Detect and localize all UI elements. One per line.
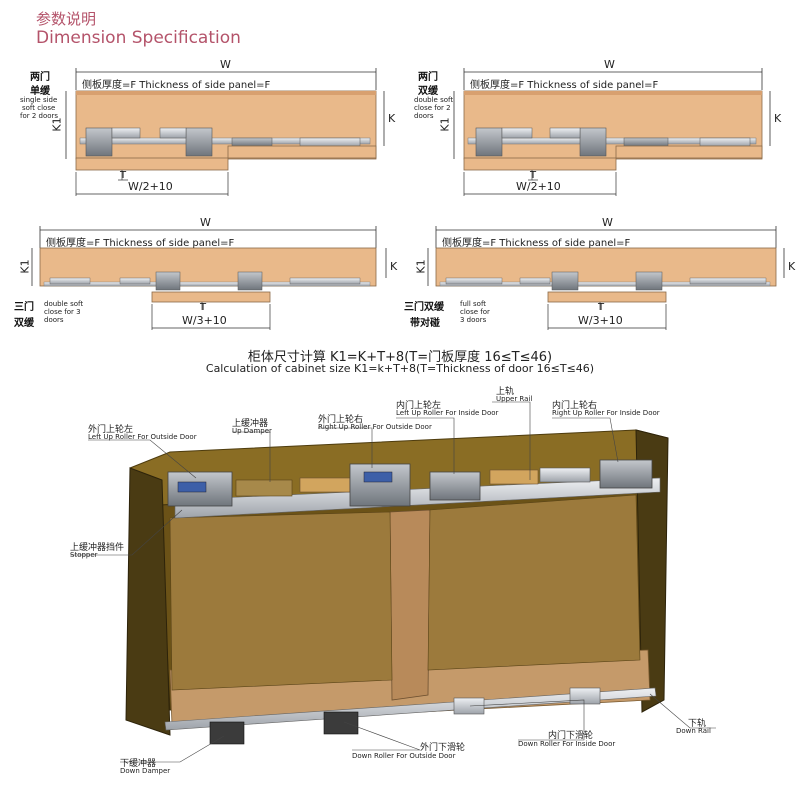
panel-1-width: W	[220, 58, 231, 71]
callout-down-roller-inside-en: Down Roller For Inside Door	[518, 740, 616, 748]
callout-upper-rail-en: Upper Rail	[496, 395, 533, 403]
panel-4-name-line1: 三门双缓	[404, 302, 444, 313]
callout-right-up-roller-inside-cn: 内门上轮右	[552, 401, 598, 411]
title-en: Dimension Specification	[36, 28, 241, 48]
panel-4-bottom-dim: W/3+10	[578, 314, 623, 327]
panel-4-note-3: 3 doors	[460, 316, 487, 324]
formula-cn: 柜体尺寸计算 K1=K+T+8(T=门板厚度 16≤T≤46)	[247, 350, 553, 365]
callout-down-roller-outside-cn: 外门下滑轮	[420, 743, 466, 753]
panel-1-note-2: soft close	[22, 104, 56, 112]
panel-3-note-1: double soft	[44, 300, 84, 308]
panel-1-name-line2: 单缓	[30, 86, 50, 97]
panel-1-bottom-dim: W/2+10	[128, 180, 173, 193]
panel-2-note-2: close for 2	[414, 104, 451, 112]
panel-4-t: T	[598, 302, 605, 313]
panel-2-side-panel: 侧板厚度=F Thickness of side panel=F	[470, 80, 659, 91]
callout-down-rail-en: Down Rail	[676, 727, 711, 735]
panel-1-k1: K1	[50, 117, 64, 132]
callout-left-up-roller-inside-en: Left Up Roller For Inside Door	[396, 409, 499, 417]
panel-2-bottom-dim: W/2+10	[516, 180, 561, 193]
callout-up-damper-cn: 上缓冲器	[232, 419, 269, 429]
panel-2-width: W	[604, 58, 615, 71]
callout-upper-rail-cn: 上轨	[496, 387, 515, 397]
cabinet-3d	[125, 429, 669, 745]
callout-left-up-roller-inside-cn: 内门上轮左	[396, 401, 442, 411]
title-cn: 参数说明	[36, 10, 97, 28]
formula-en: Calculation of cabinet size K1=k+T+8(T=T…	[205, 362, 595, 375]
panel-1-t: T	[120, 170, 127, 181]
panel-3-t: T	[200, 302, 207, 313]
callout-left-up-roller-outside-en: Left Up Roller For Outside Door	[88, 433, 197, 441]
callout-down-roller-inside-cn: 内门下滑轮	[548, 731, 594, 741]
panel-3-bottom-dim: W/3+10	[182, 314, 227, 327]
panel-2-k1: K1	[438, 117, 452, 132]
callout-right-up-roller-outside-en: Right Up Roller For Outside Door	[318, 423, 432, 431]
panel-4-note-2: close for	[460, 308, 490, 316]
panel-4-note-1: full soft	[460, 300, 487, 308]
panel-2-note-1: double soft	[414, 96, 454, 104]
panel-2-name-line1: 两门	[418, 72, 438, 83]
panel-3-name-line2: 双缓	[14, 318, 34, 329]
callout-stopper-en: Stopper	[70, 551, 98, 559]
panel-3-note-3: doors	[44, 316, 64, 324]
callout-lines	[70, 401, 716, 763]
panel-2-drawing	[453, 68, 771, 196]
panel-2-k: K	[774, 112, 782, 125]
panel-4-drawing	[427, 226, 785, 330]
callout-right-up-roller-outside-cn: 外门上轮右	[318, 415, 364, 425]
callout-right-up-roller-inside-en: Right Up Roller For Inside Door	[552, 409, 660, 417]
callout-down-damper-en: Down Damper	[120, 767, 171, 775]
panel-3-name-line1: 三门	[14, 302, 34, 313]
callout-down-rail-cn: 下轨	[688, 719, 707, 729]
panel-2-name-line2: 双缓	[418, 86, 438, 97]
panel-4-k: K	[788, 260, 796, 273]
panel-1-side-panel: 侧板厚度=F Thickness of side panel=F	[82, 80, 271, 91]
panel-1-note-1: single side	[20, 96, 58, 104]
callout-down-roller-outside-en: Down Roller For Outside Door	[352, 752, 456, 760]
panel-2-t: T	[530, 170, 537, 181]
panel-3-drawing	[31, 226, 387, 330]
callout-stopper-cn: 上缓冲器挡件	[70, 543, 125, 553]
panel-1-name-line1: 两门	[30, 72, 50, 83]
callout-down-damper-cn: 下缓冲器	[120, 759, 157, 769]
panel-1-k: K	[388, 112, 396, 125]
panel-4-name-line2: 带对碰	[410, 318, 440, 329]
panel-1-note-3: for 2 doors	[20, 112, 59, 120]
callout-up-damper-en: Up Damper	[232, 427, 272, 435]
panel-3-note-2: close for 3	[44, 308, 81, 316]
panel-3-side-panel: 侧板厚度=F Thickness of side panel=F	[46, 238, 235, 249]
panel-3-width: W	[200, 216, 211, 229]
panel-2-note-3: doors	[414, 112, 434, 120]
panel-1-drawing	[65, 68, 385, 196]
panel-4-side-panel: 侧板厚度=F Thickness of side panel=F	[442, 238, 631, 249]
panel-4-width: W	[602, 216, 613, 229]
callout-left-up-roller-outside-cn: 外门上轮左	[88, 425, 134, 435]
panel-4-k1: K1	[414, 259, 428, 274]
panel-3-k1: K1	[18, 259, 32, 274]
panel-3-k: K	[390, 260, 398, 273]
